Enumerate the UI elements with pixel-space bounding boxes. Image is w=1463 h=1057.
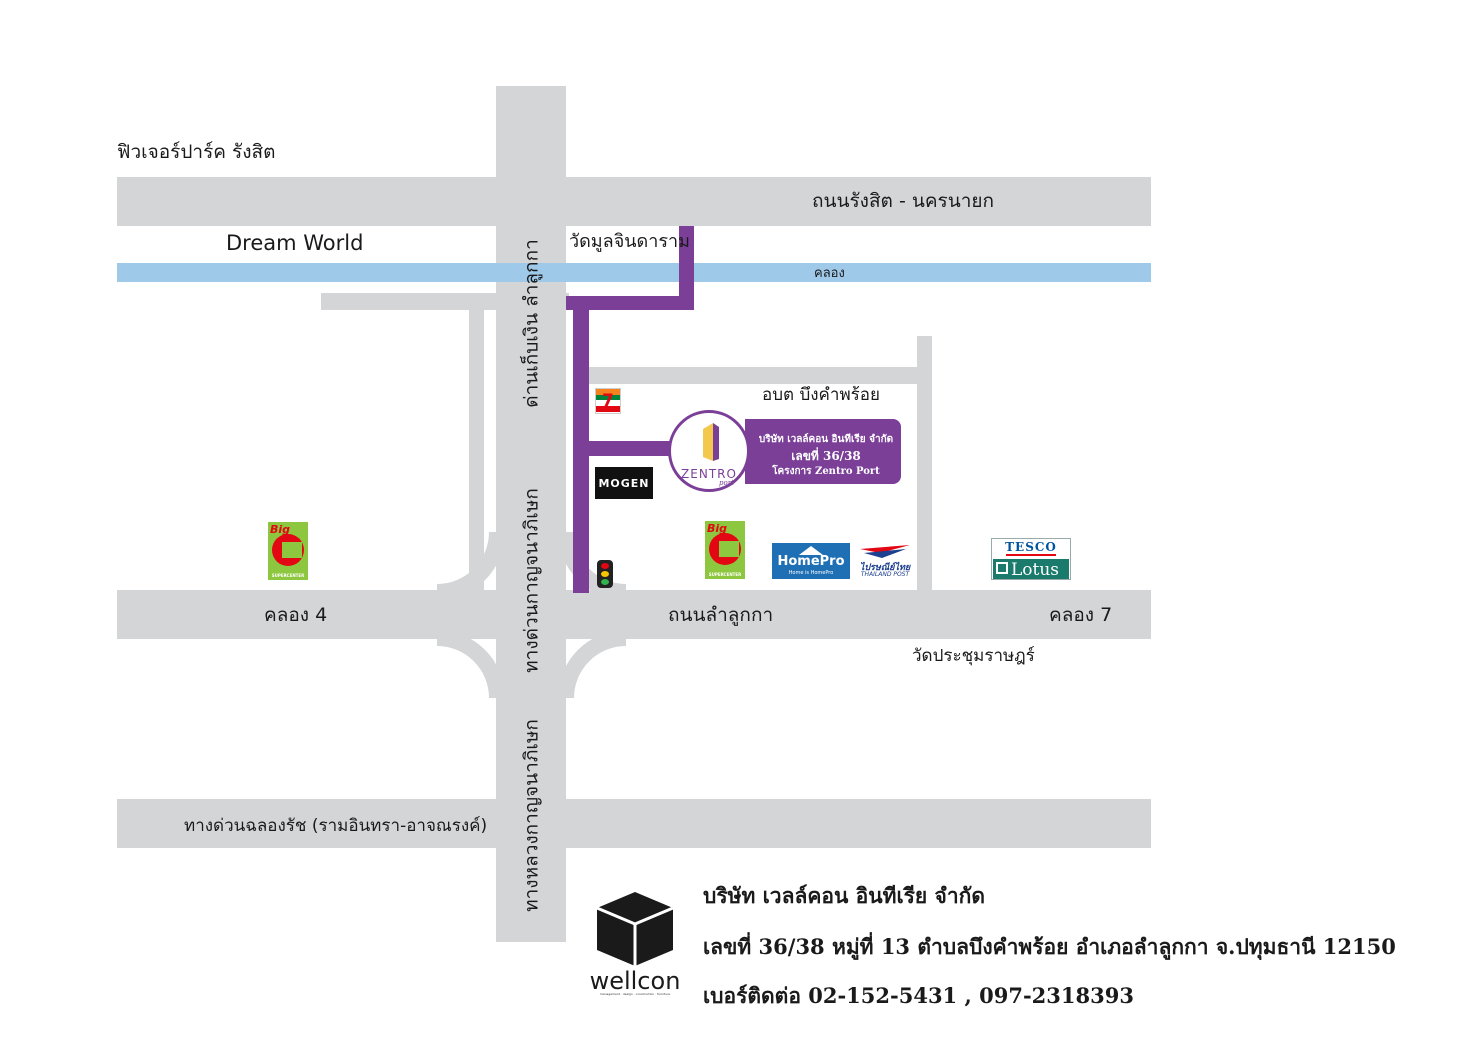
chalong-rat-label: ทางด่วนฉลองรัช (รามอินทรา-อาจณรงค์)	[184, 816, 488, 836]
kanchanaphisek-road	[496, 86, 566, 942]
thailand-post-logo: ไปรษณีย์ไทย THAILAND POST	[858, 543, 912, 579]
zentro-logo-text: ZENTRO	[681, 467, 737, 481]
lam-luk-ka-road-label: ถนนลำลูกกา	[668, 604, 774, 626]
thailand-post-text: ไปรษณีย์ไทย	[859, 563, 911, 573]
wat-mun-chindaram-label: วัดมูลจินดาราม	[569, 231, 690, 252]
destination-panel	[745, 419, 901, 484]
zentro-logo-sub: port	[719, 479, 734, 487]
khlong-7-label: คลอง 7	[1049, 604, 1113, 626]
canal	[117, 263, 1151, 282]
route-branch	[573, 441, 693, 456]
company-name: บริษัท เวลล์คอน อินทีเรีย จำกัด	[703, 883, 985, 908]
khlong-4-label: คลอง 4	[264, 604, 328, 626]
destination-line1: บริษัท เวลล์คอน อินทีเรีย จำกัด	[758, 434, 894, 445]
cube-icon	[596, 892, 674, 966]
upper-side-road	[321, 293, 569, 310]
route-upper-vertical	[679, 226, 694, 310]
bigc-logo-left: Big SUPERCENTER	[268, 522, 308, 580]
zentro-port-logo: ZENTRO port	[668, 410, 750, 492]
wellcon-name: wellcon	[589, 967, 681, 995]
tesco-lotus-logo: TESCO Lotus	[991, 538, 1071, 580]
bigc-logo-right: Big SUPERCENTER	[705, 521, 745, 579]
seven-eleven-number: 7	[602, 391, 614, 411]
thailand-post-sub: THAILAND POST	[860, 571, 910, 578]
traffic-light-icon	[597, 560, 613, 588]
company-phone: เบอร์ติดต่อ 02-152-5431 , 097-2318393	[703, 983, 1134, 1008]
destination-line2: เลขที่ 36/38	[791, 449, 861, 463]
lotus-text: Lotus	[1011, 560, 1060, 580]
canal-label: คลอง	[814, 266, 845, 281]
seven-eleven-logo: 7	[595, 388, 621, 414]
rangsit-nakhon-nayok-road	[117, 177, 1151, 226]
dream-world-label: Dream World	[226, 231, 364, 255]
mogen-text: MOGEN	[598, 477, 650, 490]
obt-label: อบต บึงคำพร้อย	[762, 385, 880, 405]
obt-road	[585, 367, 930, 384]
lotus-flower-icon	[996, 562, 1008, 574]
rangsit-road-label: ถนนรังสิต - นครนายก	[812, 190, 995, 212]
wat-prachum-rat-label: วัดประชุมราษฎร์	[912, 646, 1035, 666]
company-address: เลขที่ 36/38 หมู่ที่ 13 ตำบลบึงคำพร้อย อ…	[703, 934, 1396, 959]
wellcon-tagline: management · design · construction · fur…	[599, 992, 671, 996]
destination-line3: โครงการ Zentro Port	[772, 466, 880, 477]
wellcon-logo: wellcon management · design · constructi…	[587, 888, 683, 998]
house-icon	[799, 546, 823, 555]
future-park-label: ฟิวเจอร์ปาร์ค รังสิต	[117, 141, 276, 163]
tesco-text: TESCO	[1005, 540, 1057, 554]
homepro-sub: Home is HomePro	[788, 570, 834, 576]
chalong-rat-expressway-road	[117, 799, 1151, 848]
toll-label: ด่านเก็บเงิน ลำลูกกา	[520, 239, 543, 408]
mogen-logo: MOGEN	[595, 467, 653, 499]
homepro-text: HomePro	[777, 554, 845, 569]
route-horizontal	[566, 296, 694, 310]
right-side-road	[917, 336, 932, 592]
post-wing-icon	[860, 545, 910, 558]
expressway-kanchanaphisek-label: ทางด่วนกาญจนาภิเษก	[520, 488, 543, 673]
lam-luk-ka-road	[117, 590, 1151, 639]
zentro-building-icon	[703, 423, 719, 461]
left-frontage-road	[469, 308, 484, 598]
homepro-logo: HomePro Home is HomePro	[772, 543, 850, 579]
highway-kanchanaphisek-label: ทางหลวงกาญจนาภิเษก	[520, 719, 543, 912]
